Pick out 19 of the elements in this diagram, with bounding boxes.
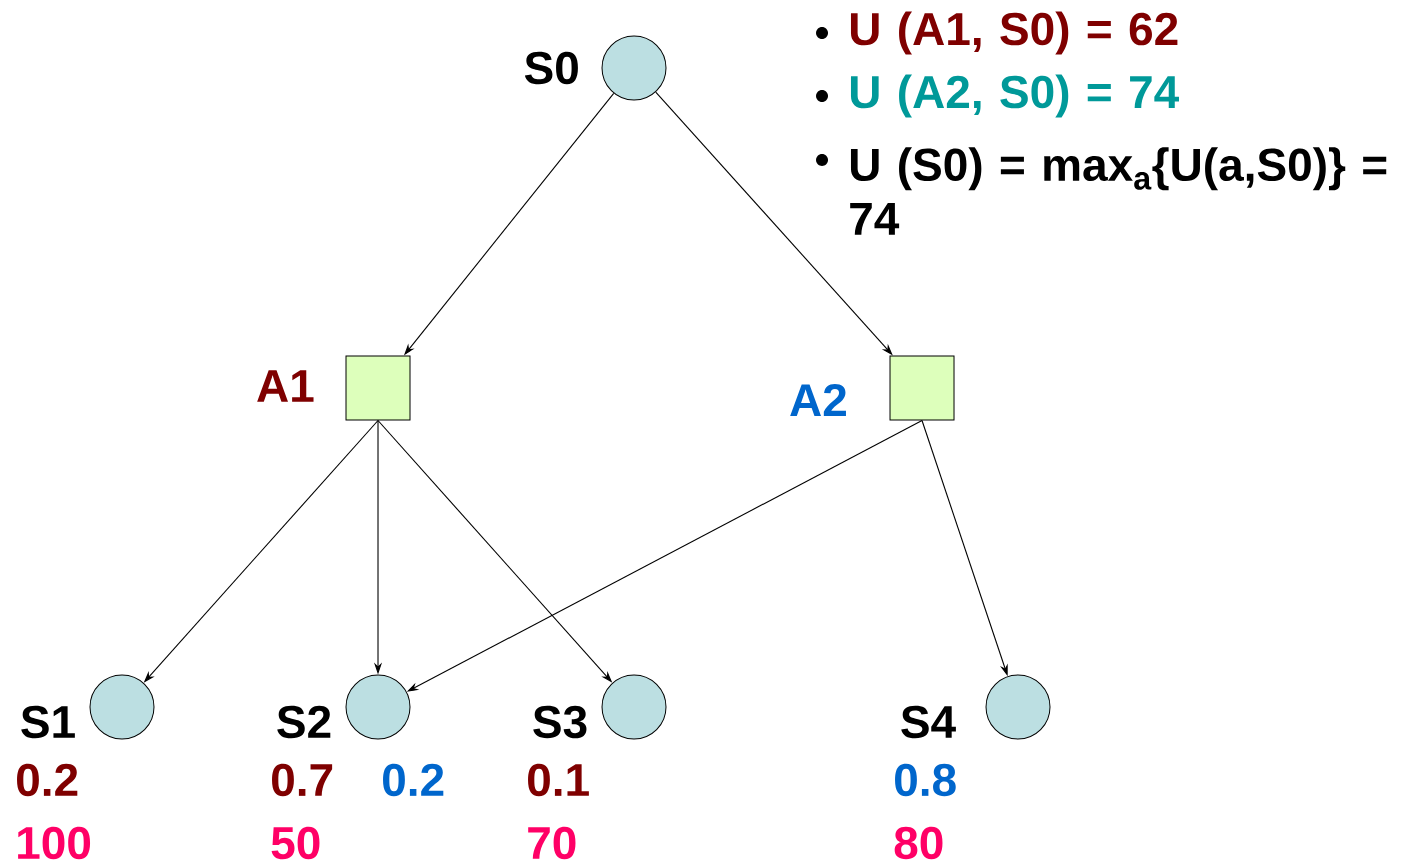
node-label: S4	[901, 705, 956, 739]
probability-value: 0.7	[272, 763, 333, 797]
node-label: S3	[533, 705, 587, 739]
node-label: A2	[790, 383, 846, 417]
utility-formula: U (A2, S0) = 74	[850, 74, 1179, 118]
probability-value: 0.2	[17, 763, 78, 797]
utility-value: 70	[528, 826, 576, 860]
probability-value: 0.8	[895, 763, 956, 797]
node-label: S2	[277, 705, 331, 739]
node-label: S1	[21, 705, 75, 739]
utility-formula: U (A1, S0) = 62	[850, 11, 1178, 55]
node-label: A1	[257, 370, 314, 402]
utility-value: 80	[894, 826, 943, 860]
probability-value: 0.1	[528, 763, 589, 797]
utility-value: 100	[18, 826, 91, 860]
utility-value: 50	[271, 826, 320, 860]
utility-formula: U (S0) = max$_{a}${U(a,S0)} = 74	[850, 147, 1387, 235]
probability-value: 0.2	[383, 763, 444, 797]
node-label: S0	[524, 51, 578, 85]
